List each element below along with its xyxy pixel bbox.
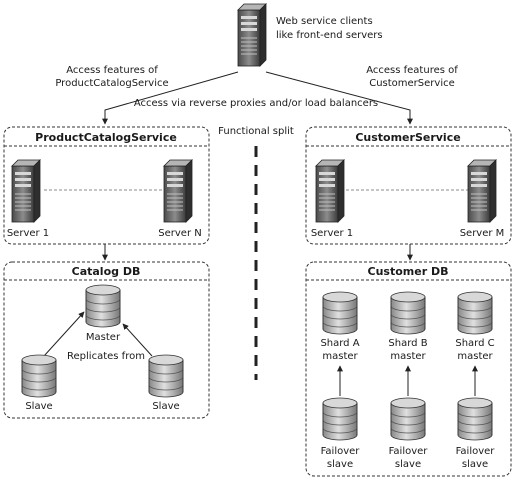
catalog-slave-left-db-icon [21, 354, 57, 398]
functional-split-label: Functional split [218, 126, 294, 137]
customer-server-1-icon [315, 159, 345, 223]
failover-a-db-icon [322, 397, 358, 441]
product-server-first-label: Server 1 [7, 228, 49, 239]
catalog-db-title: Catalog DB [72, 265, 141, 278]
shard-b-line1: Shard B [388, 338, 427, 349]
failover-a-line1: Failover [321, 446, 361, 457]
catalog-master-db-icon [85, 284, 121, 328]
shard-c-line2: master [457, 351, 493, 362]
failover-c-line2: slave [462, 459, 488, 470]
failover-b-line2: slave [395, 459, 421, 470]
product-server-n-icon [163, 159, 193, 223]
clients-label-line1: Web service clients [276, 16, 373, 27]
access-right-line1: Access features of [366, 65, 458, 76]
shard-b-db-icon [390, 291, 426, 335]
shard-a-line2: master [322, 351, 358, 362]
failover-b-db-icon [390, 397, 426, 441]
customer-db-box: Customer DB Shard A master Shard B maste… [305, 261, 512, 477]
shard-b-line2: master [390, 351, 426, 362]
clients-label-line2: like front-end servers [276, 30, 383, 41]
catalog-slave-left-label: Slave [25, 401, 52, 412]
access-left-line1: Access features of [66, 65, 158, 76]
product-catalog-service-box: ProductCatalogService Server 1 Server N [3, 126, 210, 245]
proxy-label: Access via reverse proxies and/or load b… [134, 98, 378, 109]
catalog-slave-right-label: Slave [152, 401, 179, 412]
customer-server-m-icon [467, 159, 497, 223]
slave-left-replication-arrow [43, 311, 85, 357]
catalog-master-label: Master [86, 332, 121, 343]
slave-right-replication-arrow [122, 323, 153, 357]
product-server-1-icon [11, 159, 41, 223]
customer-server-first-label: Server 1 [311, 228, 353, 239]
customer-service-box: CustomerService Server 1 Server M [305, 126, 512, 245]
failover-c-line1: Failover [456, 446, 496, 457]
shard-c-db-icon [457, 291, 493, 335]
shard-c-line1: Shard C [455, 338, 494, 349]
catalog-replicates-label: Replicates from [67, 351, 145, 362]
customer-db-title: Customer DB [368, 265, 449, 278]
shard-a-db-icon [322, 291, 358, 335]
client-to-product-arrow [102, 71, 239, 125]
access-left-line2: ProductCatalogService [55, 78, 168, 89]
web-clients-server-icon [237, 3, 267, 67]
customer-service-title: CustomerService [355, 131, 460, 144]
product-server-last-label: Server N [158, 228, 201, 239]
catalog-slave-right-db-icon [148, 354, 184, 398]
failover-c-db-icon [457, 397, 493, 441]
customer-server-last-label: Server M [460, 228, 505, 239]
client-to-customer-arrow [265, 71, 413, 125]
product-service-title: ProductCatalogService [35, 131, 177, 144]
shard-a-line1: Shard A [320, 338, 359, 349]
catalog-db-box: Catalog DB Master Replicates from Slave … [3, 261, 210, 419]
failover-b-line1: Failover [389, 446, 429, 457]
access-right-line2: CustomerService [369, 78, 455, 89]
failover-a-line2: slave [327, 459, 353, 470]
